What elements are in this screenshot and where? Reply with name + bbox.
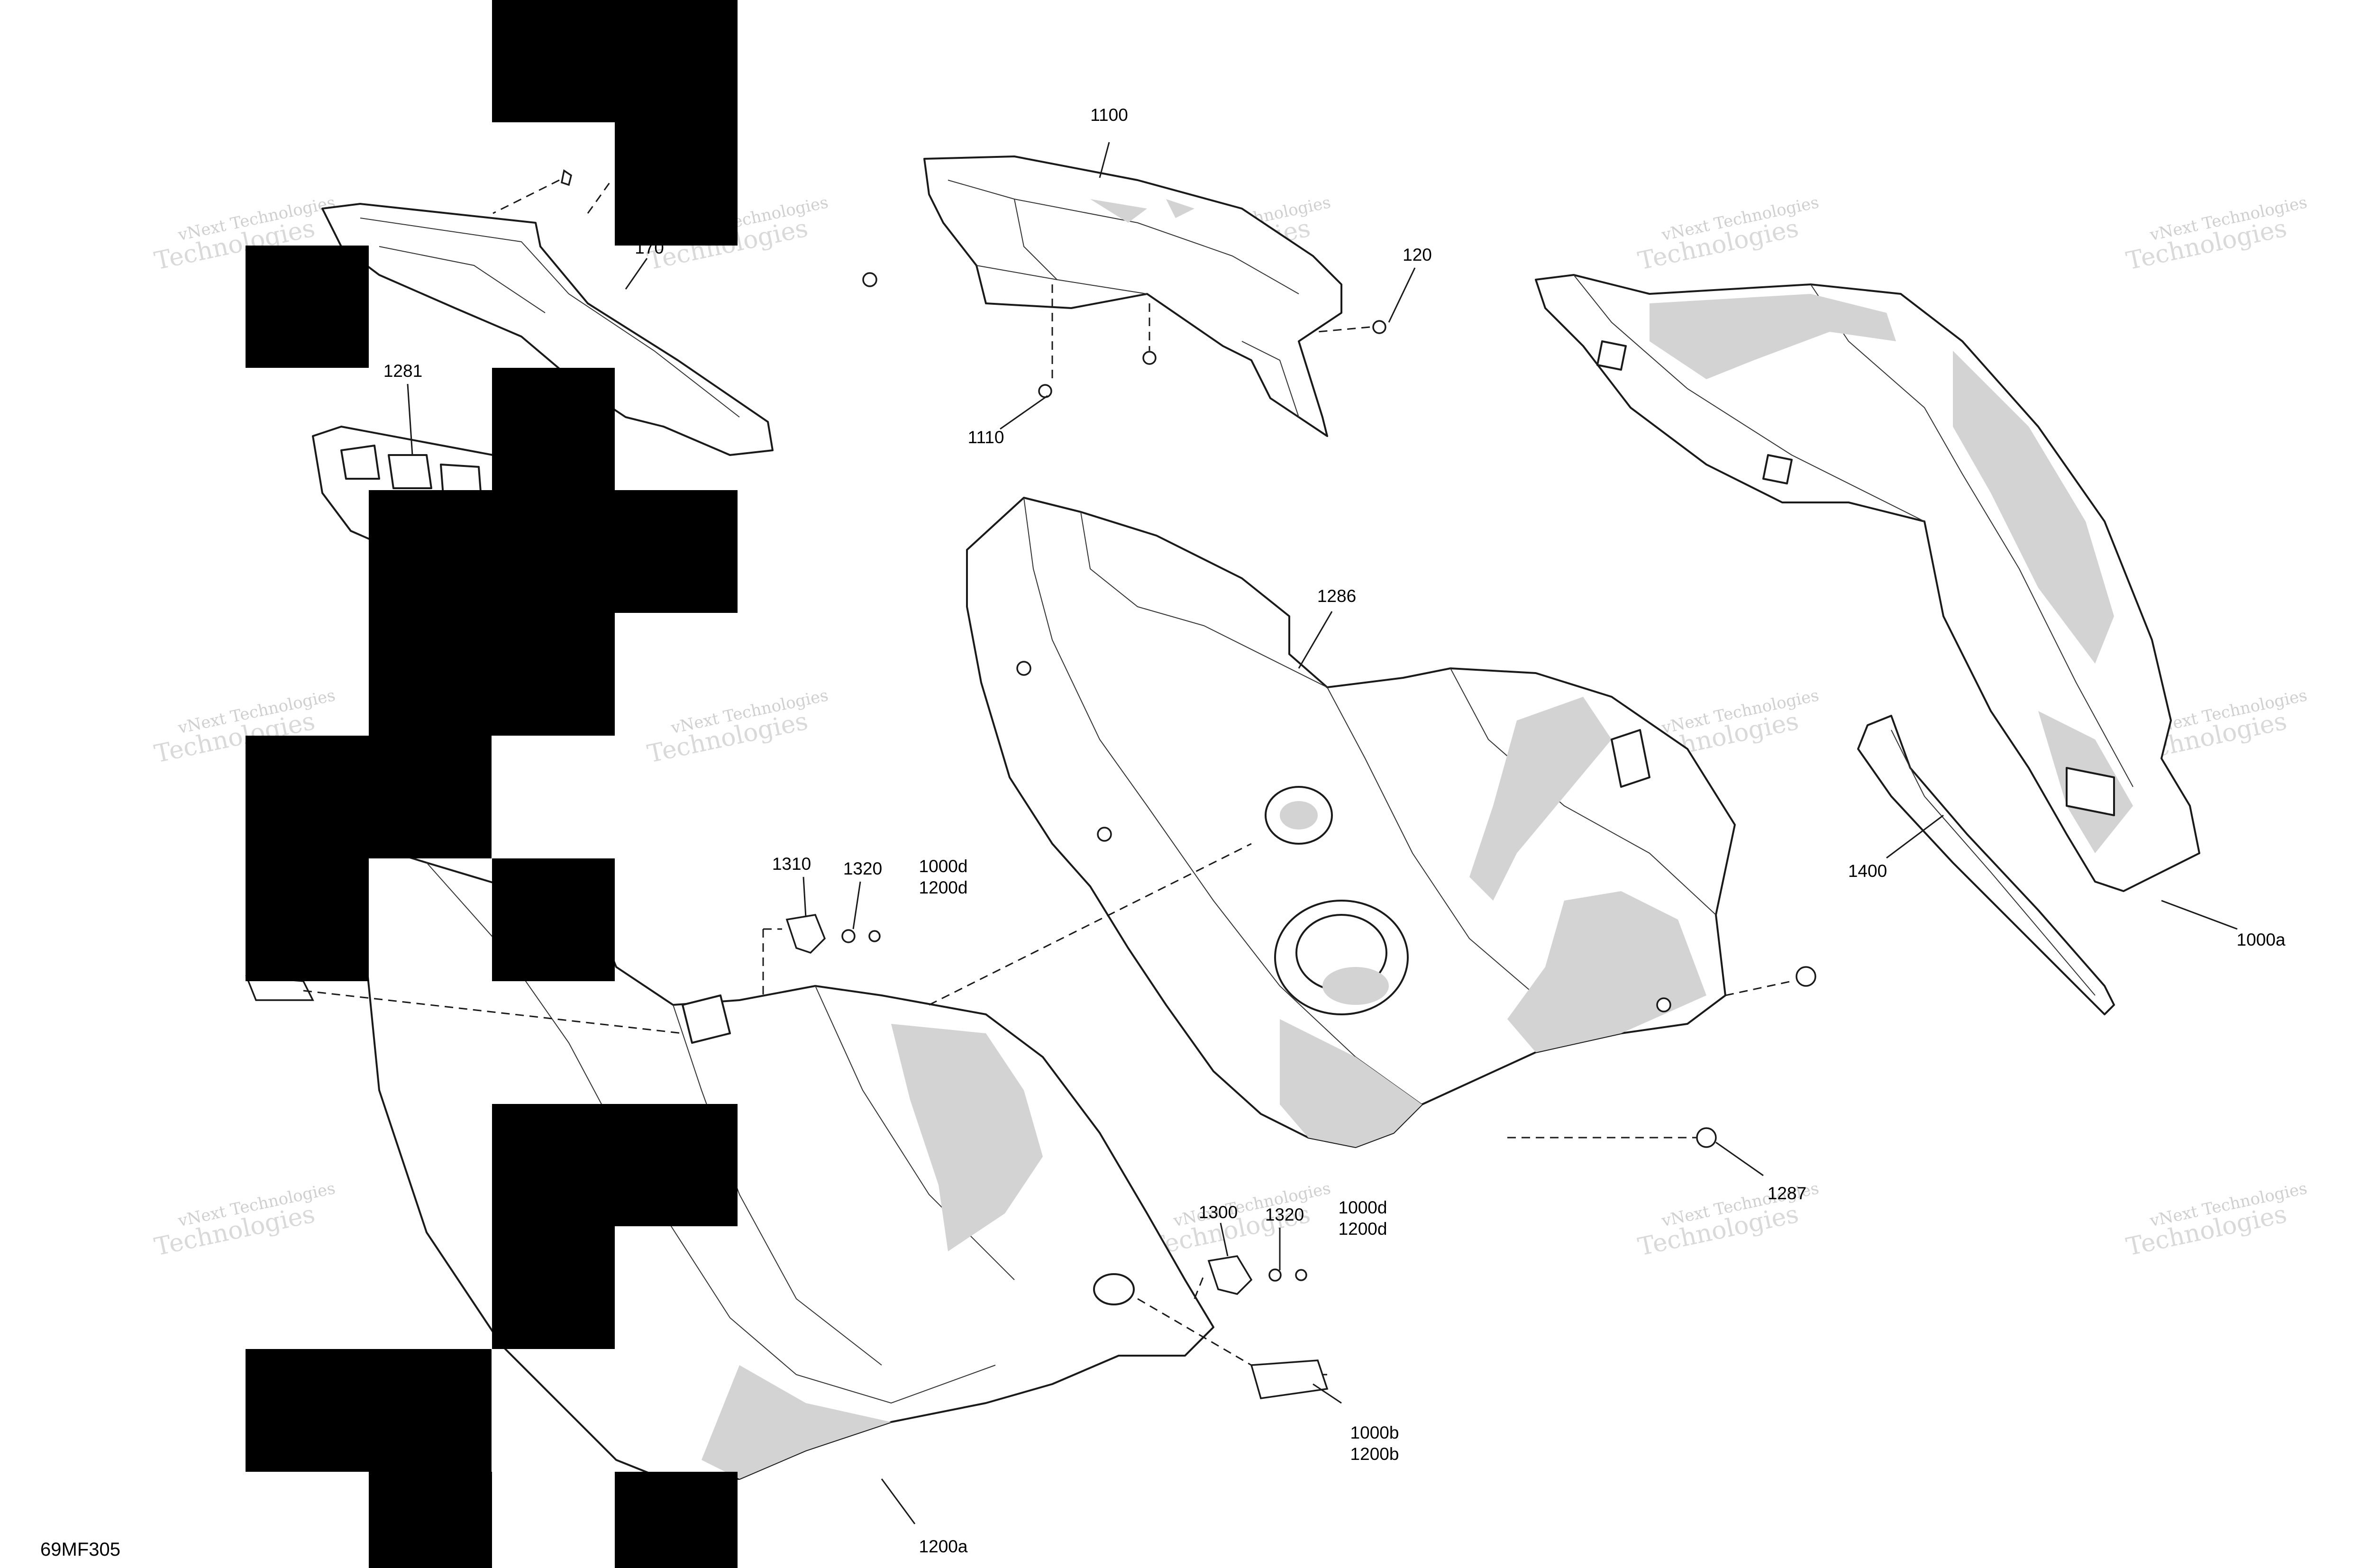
screw-icon (1295, 1269, 1307, 1281)
callout-1320-lower: 1320 (1265, 1205, 1304, 1224)
redaction-blocks (246, 0, 738, 1568)
screw-icon (1038, 384, 1052, 398)
callout-1320: 1320 (843, 859, 882, 878)
callout-1300: 1300 (1199, 1203, 1238, 1222)
part-1400-trim-strip (1857, 715, 2115, 1015)
callout-1287: 1287 (1768, 1184, 1806, 1203)
screw-icon (868, 930, 881, 942)
part-1100-upper-console (923, 155, 1342, 437)
assembly-lines (303, 179, 1792, 1366)
grommet-icon (1796, 966, 1816, 987)
callout-labels: 1100 170 120 1281 1110 1286 1400 1000a 1… (383, 105, 2286, 1556)
callout-1200d-lower: 1200d (1339, 1219, 1387, 1239)
callout-1200d: 1200d (919, 878, 968, 897)
screw-icon (560, 169, 572, 186)
callout-1200a: 1200a (919, 1537, 968, 1556)
screw-icon (1372, 320, 1386, 334)
callout-1000d: 1000d (919, 857, 968, 876)
callout-1286: 1286 (1317, 586, 1356, 606)
washer-icon (841, 929, 856, 943)
callout-1100: 1100 (1090, 105, 1128, 125)
part-upper-left-duct (321, 203, 774, 456)
callout-1000a: 1000a (2237, 930, 2286, 949)
reference-code: 69MF305 (40, 1539, 120, 1560)
part-1286-center-panel (966, 497, 1736, 1148)
screw-icon (1142, 351, 1157, 365)
leader-lines (407, 142, 2238, 1524)
callout-1200b: 1200b (1350, 1444, 1399, 1464)
clip-icon (1207, 1255, 1253, 1295)
grommet-icon (1696, 1127, 1717, 1148)
clip-icon (785, 914, 826, 954)
part-1000a-right-panel (1535, 274, 2200, 892)
callout-1000d-lower: 1000d (1339, 1198, 1387, 1217)
washer-icon (1268, 1268, 1282, 1282)
callout-1400: 1400 (1848, 861, 1887, 881)
fasteners (245, 169, 1816, 1399)
latch-icon (1250, 1359, 1329, 1399)
callout-1310: 1310 (772, 854, 811, 874)
callout-1110: 1110 (968, 428, 1004, 447)
callout-120: 120 (1403, 245, 1432, 264)
screw-icon (862, 272, 877, 287)
callout-1000b: 1000b (1350, 1423, 1399, 1442)
callout-1281: 1281 (383, 361, 422, 381)
